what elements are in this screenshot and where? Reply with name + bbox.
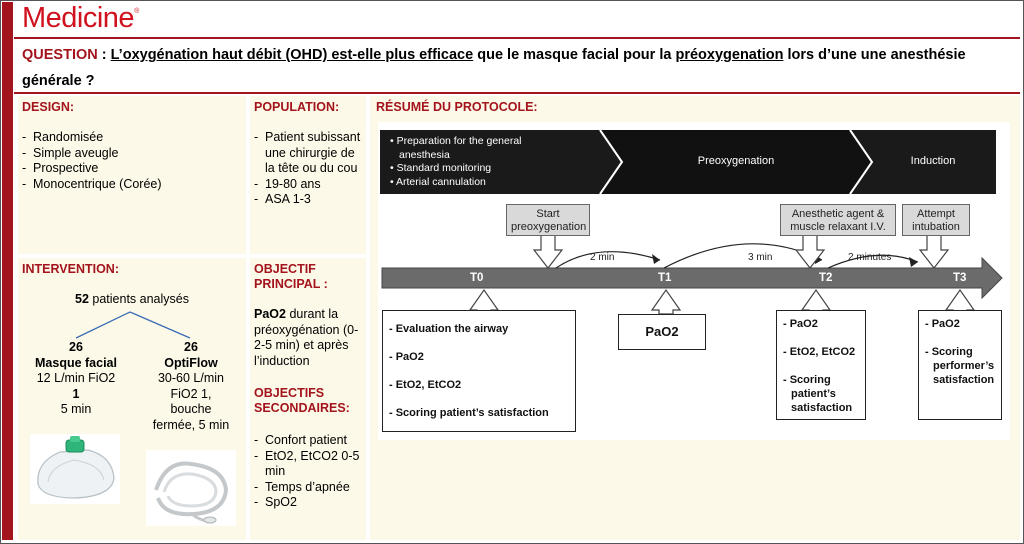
- list-item: - PaO2: [389, 351, 424, 363]
- timepoint-t3: T3: [953, 272, 967, 284]
- population-list: Patient subissant une chirurgie de la tê…: [254, 130, 364, 208]
- timepoint-t0: T0: [470, 272, 484, 284]
- timepoint-t1: T1: [658, 272, 672, 284]
- divider-top: [14, 37, 1020, 39]
- list-item: Simple aveugle: [22, 146, 242, 162]
- list-item: Prospective: [22, 161, 242, 177]
- list-item: 19-80 ans: [254, 177, 364, 193]
- list-item: Confort patient: [254, 433, 366, 449]
- list-item: Randomisée: [22, 130, 242, 146]
- secondary-objectives-list: Confort patient EtO2, EtCO2 0-5 min Temp…: [254, 433, 366, 511]
- list-item: - EtO2, EtCO2: [389, 379, 462, 391]
- design-list: Randomisée Simple aveugle Prospective Mo…: [22, 130, 242, 192]
- total-patients: 52 patients analysés: [75, 292, 189, 306]
- phase-preparation: • Preparation for the general anesthesia…: [390, 135, 522, 188]
- divider-question: [14, 92, 1020, 94]
- interval-3min: 3 min: [748, 252, 773, 263]
- event-anesthetic-agent: Anesthetic agent &muscle relaxant I.V.: [780, 204, 896, 236]
- branch-lines: [75, 311, 191, 339]
- design-heading: DESIGN:: [22, 100, 75, 114]
- population-heading: POPULATION:: [254, 100, 340, 114]
- measure-t2: - PaO2 - EtO2, EtCO2 - Scoring patient’s…: [776, 310, 866, 420]
- interval-2minutes: 2 minutes: [848, 252, 892, 263]
- list-item: Patient subissant une chirurgie de la tê…: [254, 130, 364, 177]
- list-item: Temps d’apnée: [254, 480, 366, 496]
- phase-induction: Induction: [910, 155, 956, 167]
- arm-optiflow: 26 OptiFlow 30-60 L/min FiO2 1, bouche f…: [152, 340, 230, 432]
- nasal-cannula-image: [146, 450, 236, 526]
- face-mask-image: [30, 434, 120, 504]
- arm-face-mask: 26 Masque facial 12 L/min FiO2 1 5 min: [35, 340, 117, 416]
- question-label: QUESTION: [22, 47, 98, 63]
- interval-2min: 2 min: [590, 252, 615, 263]
- phase-preoxygenation: Preoxygenation: [697, 155, 775, 167]
- protocol-shapes: [380, 129, 1003, 315]
- intervention-heading: INTERVENTION:: [22, 262, 119, 276]
- list-item: Monocentrique (Corée): [22, 177, 242, 193]
- registered-mark: ®: [134, 8, 139, 15]
- primary-objective: PaO2 durant la préoxygénation (0-2-5 min…: [254, 307, 359, 368]
- list-item: - Evaluation the airway: [389, 323, 509, 335]
- left-accent-bar: [2, 2, 13, 540]
- measure-t3: - PaO2 - Scoring performer’s satisfactio…: [918, 310, 1002, 420]
- timepoint-t2: T2: [819, 272, 833, 284]
- measure-t0: - Evaluation the airway - PaO2 - EtO2, E…: [382, 310, 576, 432]
- list-item: - Scoring patient’s satisfaction: [389, 407, 549, 419]
- list-item: ASA 1-3: [254, 192, 364, 208]
- protocol-heading: RÉSUMÉ DU PROTOCOLE:: [376, 100, 538, 114]
- medicine-logo: Medicine®: [22, 2, 139, 34]
- secondary-objectives-heading: OBJECTIFS SECONDAIRES:: [254, 386, 350, 415]
- objective-heading: OBJECTIF PRINCIPAL :: [254, 262, 328, 291]
- list-item: SpO2: [254, 495, 366, 511]
- measure-t1: PaO2: [618, 314, 706, 350]
- protocol-diagram: • Preparation for the general anesthesia…: [378, 122, 1010, 440]
- list-item: EtO2, EtCO2 0-5 min: [254, 449, 366, 480]
- question-text: QUESTION : L’oxygénation haut débit (OHD…: [22, 47, 966, 89]
- question-main: L’oxygénation haut débit (OHD) est-elle …: [110, 47, 474, 63]
